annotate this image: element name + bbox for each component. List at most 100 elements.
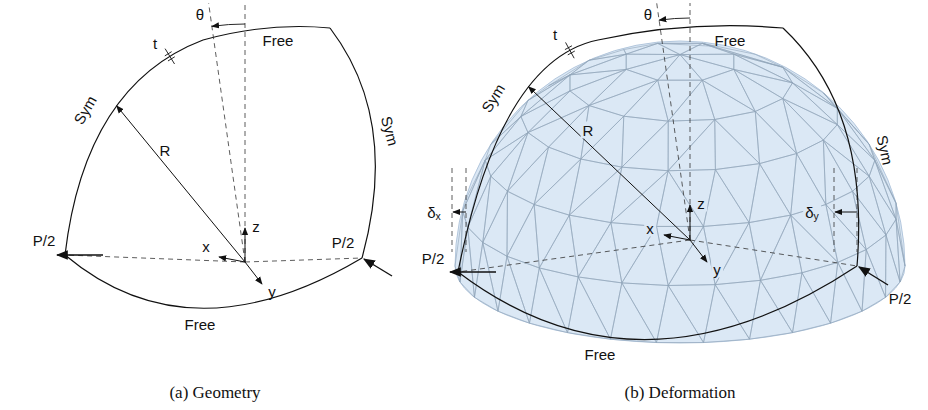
mesh-element xyxy=(797,140,826,204)
mesh-element xyxy=(539,268,578,333)
displacement-line xyxy=(452,168,453,252)
edge-label: Sym xyxy=(69,91,101,129)
mesh-element xyxy=(791,215,838,273)
mesh-element xyxy=(528,75,570,101)
mesh-element xyxy=(534,204,569,267)
mesh-element xyxy=(783,99,838,141)
mesh-element xyxy=(734,69,793,98)
reference-line xyxy=(209,3,245,262)
mesh xyxy=(455,43,905,342)
angle-label: θ xyxy=(194,6,206,23)
axis-arrow xyxy=(245,228,246,262)
mesh-element xyxy=(734,54,793,83)
load-arrow xyxy=(859,267,888,285)
mesh-element xyxy=(866,235,886,297)
reference-line xyxy=(657,3,690,240)
mesh-element xyxy=(468,227,483,297)
mesh-element xyxy=(680,54,734,69)
mesh-element xyxy=(668,285,715,343)
mesh-element xyxy=(703,223,749,285)
free-edge xyxy=(458,266,857,340)
radius-arrow xyxy=(117,106,245,262)
axis-label: y xyxy=(711,261,723,278)
subfigure-caption: (b) Deformation xyxy=(623,383,738,402)
mesh-element xyxy=(668,119,715,170)
mesh-element xyxy=(668,170,715,227)
axis-label: x xyxy=(644,220,656,237)
axis-label: x xyxy=(200,238,212,255)
mesh-element xyxy=(837,108,875,160)
displacement-line xyxy=(466,168,467,252)
angle-arc xyxy=(659,18,690,20)
mesh-element xyxy=(570,69,626,105)
free-edge xyxy=(65,255,362,308)
symmetry-edge xyxy=(458,40,598,272)
mesh-element xyxy=(610,283,656,343)
radius-label: R xyxy=(158,142,173,159)
reference-line xyxy=(65,255,245,262)
mesh-element xyxy=(589,69,658,105)
mesh-element xyxy=(715,164,759,223)
symmetry-edge xyxy=(783,28,859,266)
mesh-element xyxy=(569,215,611,277)
mesh-element xyxy=(521,75,570,117)
mesh-element xyxy=(611,167,668,222)
thickness-mark xyxy=(165,49,174,64)
thickness-mark xyxy=(568,51,575,55)
mesh-element xyxy=(622,121,668,171)
mesh-element xyxy=(823,140,869,191)
displacement-line xyxy=(857,168,858,252)
axis-arrow xyxy=(690,240,707,262)
load-arrow xyxy=(364,259,392,276)
angle-arc xyxy=(212,24,245,26)
mesh-element xyxy=(656,286,703,343)
displacement-label: δx xyxy=(425,204,443,221)
mesh-element xyxy=(483,191,508,256)
shell-wireframe xyxy=(450,3,888,340)
mesh-element xyxy=(715,280,760,339)
mesh-element xyxy=(539,215,578,277)
mesh-element xyxy=(549,60,589,86)
mesh-element xyxy=(581,106,624,160)
mesh-element xyxy=(749,215,791,280)
mesh-element xyxy=(657,226,704,285)
mesh-element xyxy=(755,99,796,154)
mesh-element xyxy=(760,154,797,216)
mesh-element xyxy=(837,108,875,160)
mesh-element xyxy=(680,55,734,81)
mesh-element xyxy=(658,80,703,121)
mesh-element xyxy=(521,91,570,133)
mesh-element xyxy=(783,67,838,108)
mesh-element xyxy=(760,215,802,280)
mesh-element xyxy=(589,50,626,61)
load-arrow xyxy=(57,254,103,255)
mesh-element xyxy=(869,176,896,235)
thickness-label: t xyxy=(551,26,559,43)
displacement-line xyxy=(834,168,835,252)
mesh-element xyxy=(831,262,862,323)
edge-label: Free xyxy=(713,32,748,49)
edge-label: Free xyxy=(583,346,618,363)
mesh-element xyxy=(896,203,905,266)
mesh-element xyxy=(703,170,749,227)
mesh-element xyxy=(485,116,521,160)
mesh-element xyxy=(578,277,622,339)
deformed-dome xyxy=(455,41,905,343)
mesh-element xyxy=(734,54,793,83)
mesh-element xyxy=(886,235,901,297)
mesh-element xyxy=(668,119,715,170)
angle-label: θ xyxy=(642,6,654,23)
mesh-element xyxy=(589,80,658,116)
symmetry-edge xyxy=(330,28,375,258)
displacement-arrow xyxy=(835,212,857,213)
reference-line xyxy=(458,240,690,272)
mesh-element xyxy=(702,80,755,119)
mesh-element xyxy=(715,111,760,163)
edge-label: Free xyxy=(183,316,218,333)
mesh-element xyxy=(622,116,668,167)
mesh-element xyxy=(755,111,796,163)
mesh-element xyxy=(704,285,750,343)
mesh-element xyxy=(626,43,680,54)
mesh-element xyxy=(793,273,831,333)
